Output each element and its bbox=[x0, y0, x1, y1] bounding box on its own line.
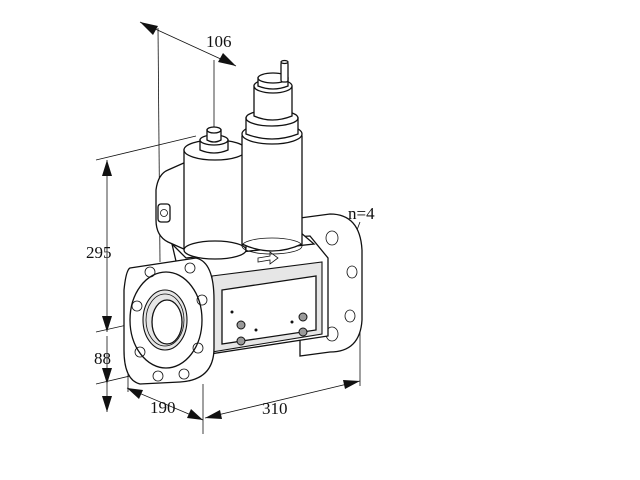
dim-length-label: 310 bbox=[262, 399, 288, 418]
dim-depth-label: 190 bbox=[150, 398, 176, 417]
valve-body bbox=[123, 59, 363, 385]
bolt-count-annotation: n=4 bbox=[348, 204, 375, 223]
dim-bottom-offset-label: 88 bbox=[94, 349, 111, 368]
dim-top-width-label: 106 bbox=[206, 32, 232, 51]
dim-height-label: 295 bbox=[86, 243, 112, 262]
